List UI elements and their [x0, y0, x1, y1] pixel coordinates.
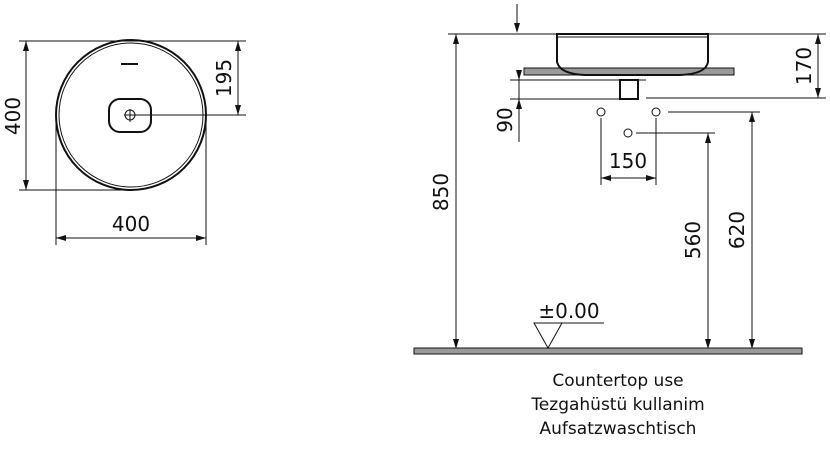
bowl-height-arrow-down: [815, 88, 821, 98]
caption-line-3: Aufsatzwaschtisch: [540, 419, 697, 439]
drain-offset-label: 195: [212, 59, 236, 97]
top-height-arrow-up: [23, 41, 29, 51]
bowl-height-arrow-up: [815, 34, 821, 44]
caption-line-1: Countertop use: [552, 371, 683, 391]
top-reference-arrow: [514, 23, 520, 33]
supply-point-left: [596, 107, 606, 117]
waste-point: [623, 128, 633, 138]
drain-height-label: 560: [681, 221, 705, 259]
drain-height-arrow-down: [705, 339, 711, 349]
supply-point-right: [651, 107, 661, 117]
spacing-label: 150: [609, 149, 647, 173]
side-view: 150 90 170 850 560 620: [413, 4, 826, 355]
bowl-height-label: 170: [792, 47, 816, 85]
counter-height-label: 850: [429, 173, 453, 211]
top-view: 400 195 400: [1, 39, 246, 245]
supply-height-arrow-up: [749, 112, 755, 122]
drain-pipe: [619, 79, 639, 100]
supply-height-arrow-down: [749, 339, 755, 349]
counter-height-arrow-down: [453, 339, 459, 349]
floor-level-label: ±0.00: [538, 299, 599, 323]
drain-drop-label: 90: [493, 107, 517, 132]
floor-level-triangle: [533, 322, 563, 350]
drain-offset-arrow-down: [235, 105, 241, 115]
supply-height-label: 620: [725, 211, 749, 249]
spacing-arrow-right: [646, 175, 656, 181]
basin-body-profile: [556, 33, 709, 76]
counter-height-arrow-up: [453, 34, 459, 44]
top-height-label: 400: [1, 97, 25, 135]
drain-drop-arrow-down: [516, 99, 522, 109]
drain-offset-arrow-up: [235, 41, 241, 51]
caption-line-2: Tezgahüstü kullanim: [530, 395, 704, 415]
drain-height-arrow-up: [705, 133, 711, 143]
caption: Countertop use Tezgahüstü kullanim Aufsa…: [530, 371, 704, 439]
top-height-arrow-down: [23, 180, 29, 190]
top-width-arrow-right: [196, 235, 206, 241]
floor-slab: [413, 347, 803, 355]
spacing-arrow-left: [601, 175, 611, 181]
drain-drop-arrow-up: [516, 70, 522, 80]
top-width-arrow-left: [56, 235, 66, 241]
top-width-label: 400: [112, 212, 150, 236]
